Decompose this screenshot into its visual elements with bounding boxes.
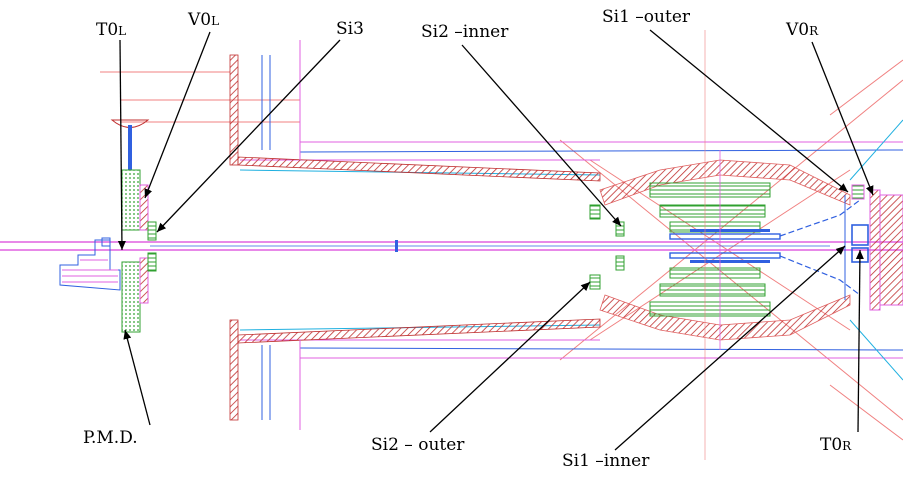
arrow-t0l [117, 39, 126, 251]
label-pmd: P.M.D. [83, 428, 138, 448]
label-t0r-main: T0 [820, 435, 843, 455]
label-t0l-main: T0 [96, 20, 119, 40]
arrow-v0r [811, 41, 874, 196]
arrow-v0l [144, 31, 211, 199]
label-t0l-sub: L [118, 24, 127, 38]
label-t0r-sub: R [842, 439, 852, 453]
label-v0r: V0R [786, 22, 818, 39]
label-v0r-sub: R [809, 24, 819, 38]
beam-pipe [0, 240, 903, 252]
left-detectors [59, 119, 157, 333]
arrow-si1-outer [649, 29, 849, 193]
label-v0l-sub: L [211, 14, 220, 28]
tube-outline [100, 71, 903, 359]
label-t0l: T0L [96, 22, 126, 39]
label-t0r: T0R [820, 437, 851, 454]
arrow-t0r [855, 249, 864, 433]
right-detectors [844, 119, 903, 381]
label-si2-inner: Si2 –inner [421, 22, 509, 42]
absorber-left [229, 40, 601, 430]
label-si1-outer: Si1 –outer [602, 7, 691, 27]
label-si2-outer: Si2 – outer [371, 435, 465, 455]
label-si1-inner: Si1 –inner [562, 451, 650, 471]
arrow-si2-outer [429, 281, 591, 433]
arrow-si3 [156, 39, 341, 233]
label-v0l: V0L [188, 12, 219, 29]
label-v0r-main: V0 [786, 20, 810, 40]
leader-arrows [117, 29, 874, 451]
its-central [589, 30, 861, 460]
label-v0l-main: V0 [188, 10, 212, 30]
arrow-si2-inner [461, 44, 622, 227]
label-si3: Si3 [336, 19, 364, 39]
arrow-si1-inner [614, 245, 846, 451]
arrow-pmd [123, 329, 151, 426]
